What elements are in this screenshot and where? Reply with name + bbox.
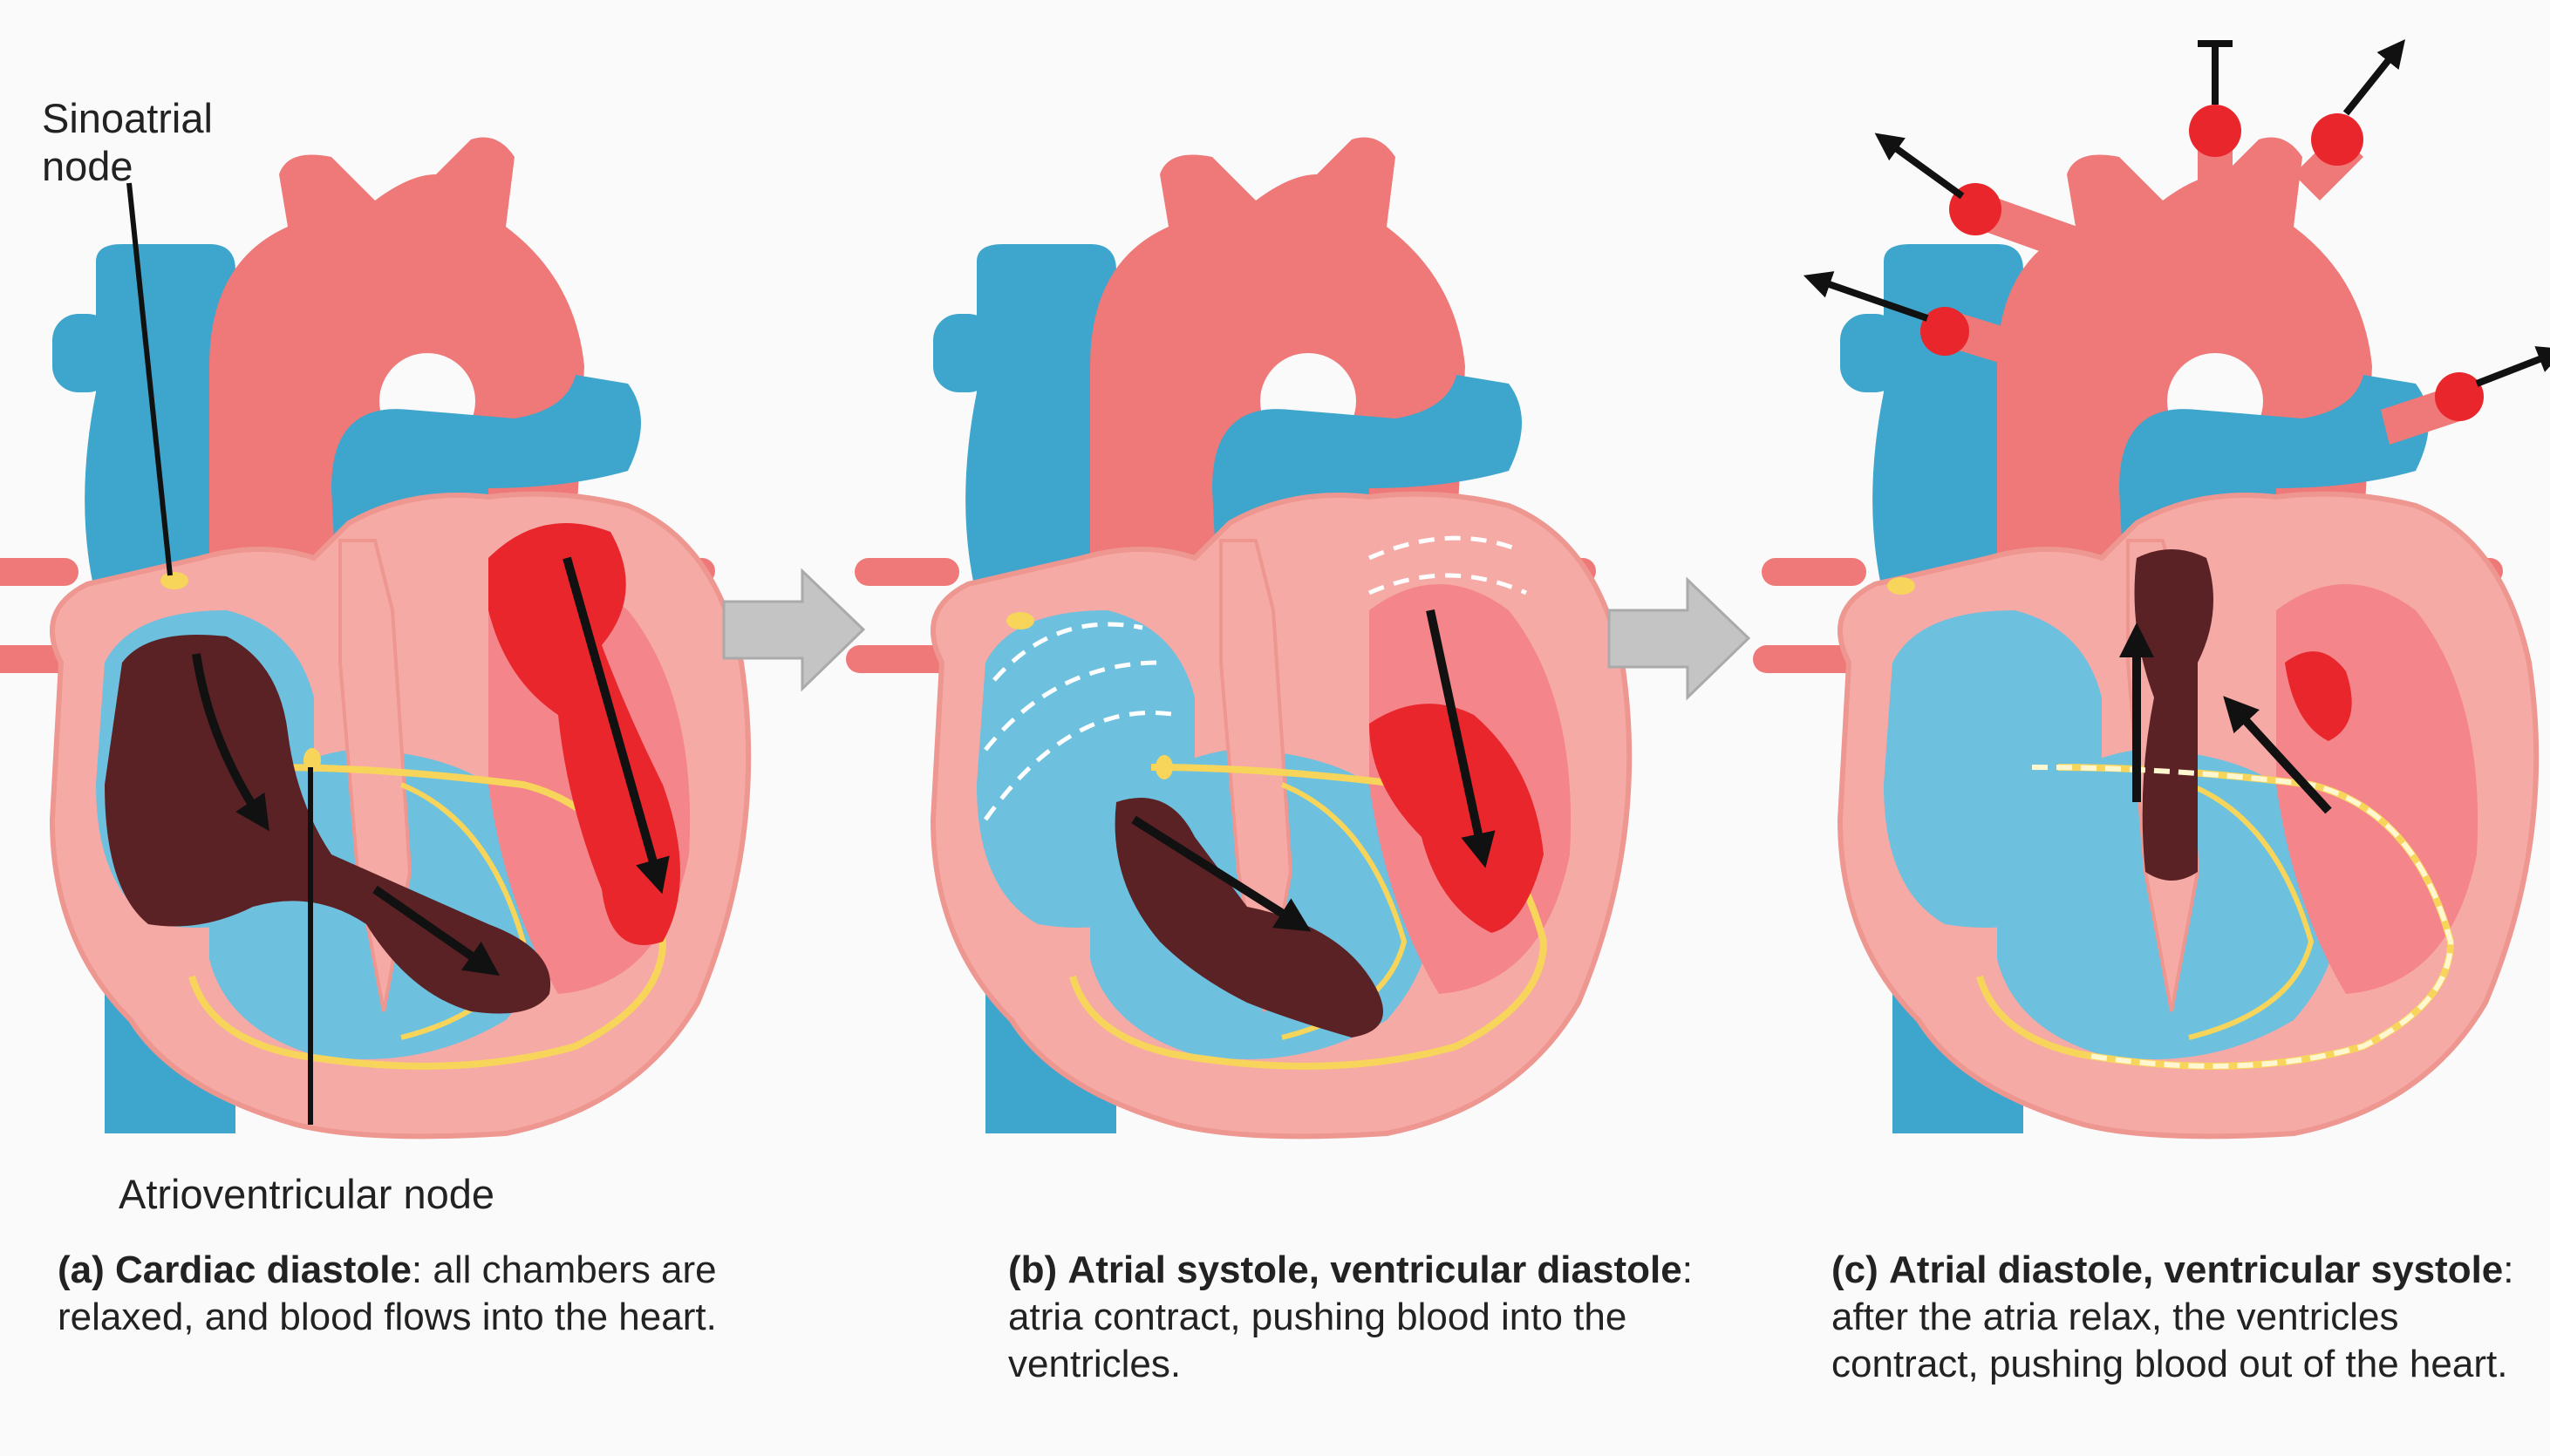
- caption-b-letter: (b): [1008, 1248, 1058, 1291]
- ejection-arrow: [1874, 133, 1965, 200]
- sinoatrial-leader-line: [126, 182, 173, 576]
- panel-a-heart: [0, 138, 748, 1137]
- atrioventricular-node-marker: [1156, 755, 1173, 779]
- ejection-arrow: [2475, 346, 2550, 387]
- caption-c-letter: (c): [1831, 1248, 1878, 1291]
- flow-arrow: [562, 556, 670, 895]
- caption-c-text: after the atria relax, the ventricles co…: [1831, 1296, 2508, 1385]
- caption-a-text: all chambers are relaxed, and blood flow…: [58, 1248, 717, 1338]
- caption-c: (c) Atrial diastole, ventricular systole…: [1831, 1248, 2514, 1385]
- atrioventricular-node-label: Atrioventricular node: [119, 1171, 495, 1217]
- sinoatrial-node-marker: [160, 572, 188, 589]
- atrioventricular-node-marker: [303, 748, 321, 772]
- caption-a-title: Cardiac diastole: [115, 1248, 412, 1291]
- flow-arrow: [1131, 815, 1312, 932]
- caption-c-title: Atrial diastole, ventricular systole: [1889, 1248, 2504, 1291]
- caption-a-letter: (a): [58, 1248, 105, 1291]
- ejection-arrow: [2342, 39, 2405, 116]
- caption-b-text: atria contract, pushing blood into the v…: [1008, 1296, 1627, 1385]
- ejection-arrow: [1803, 271, 1929, 322]
- flow-arrow: [192, 653, 269, 832]
- panel-b-heart: [846, 138, 1629, 1137]
- sinoatrial-node-marker: [1006, 612, 1034, 629]
- step-arrow-2: [1607, 576, 1751, 701]
- caption-b-title: Atrial systole, ventricular diastole: [1067, 1248, 1682, 1291]
- panel-c-heart: [1753, 39, 2550, 1136]
- flow-arrow: [2223, 696, 2332, 814]
- sinoatrial-node-label: Sinoatrial node: [42, 95, 213, 189]
- caption-b: (b) Atrial systole, ventricular diastole…: [1008, 1248, 1693, 1385]
- flow-arrow: [372, 885, 501, 976]
- caption-a: (a) Cardiac diastole: all chambers are r…: [58, 1248, 717, 1338]
- sinoatrial-node-marker: [1887, 577, 1915, 595]
- step-arrow-1: [722, 568, 866, 692]
- flow-arrow: [1426, 609, 1496, 868]
